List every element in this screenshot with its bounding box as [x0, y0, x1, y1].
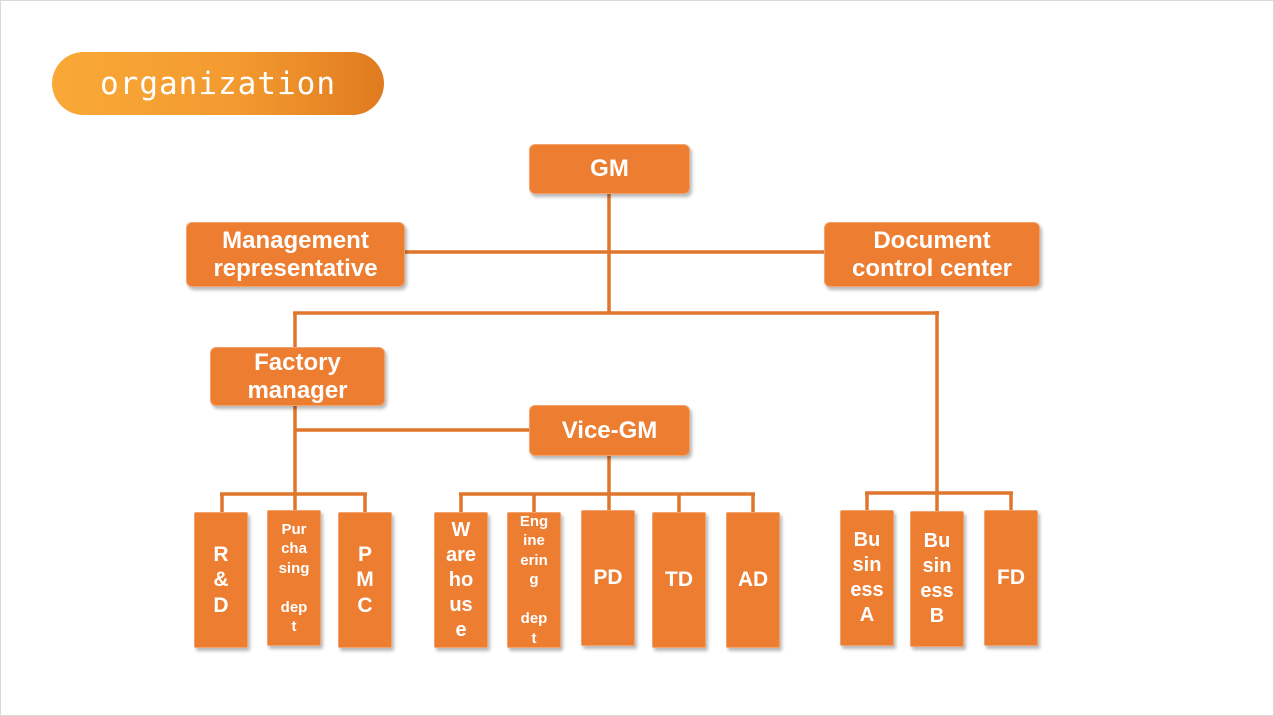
- node-purchasing-dept: Pur cha sing dep t: [267, 510, 321, 646]
- node-document-control-center: Document control center: [824, 222, 1040, 287]
- node-engineering-dept: Eng ine erin g dep t: [507, 512, 561, 648]
- title-text: organization: [100, 65, 336, 102]
- title-banner: organization: [52, 52, 384, 115]
- node-gm: GM: [529, 144, 690, 194]
- node-business-a: Bu sin ess A: [840, 510, 894, 646]
- node-pd: PD: [581, 510, 635, 646]
- node-ad: AD: [726, 512, 780, 648]
- node-pmc: P M C: [338, 512, 392, 648]
- node-vice-gm: Vice-GM: [529, 405, 690, 456]
- node-business-b: Bu sin ess B: [910, 511, 964, 647]
- node-td: TD: [652, 512, 706, 648]
- node-management-representative: Management representative: [186, 222, 405, 287]
- node-factory-manager: Factory manager: [210, 347, 385, 406]
- node-rd: R & D: [194, 512, 248, 648]
- node-warehouse: W are ho us e: [434, 512, 488, 648]
- node-fd: FD: [984, 510, 1038, 646]
